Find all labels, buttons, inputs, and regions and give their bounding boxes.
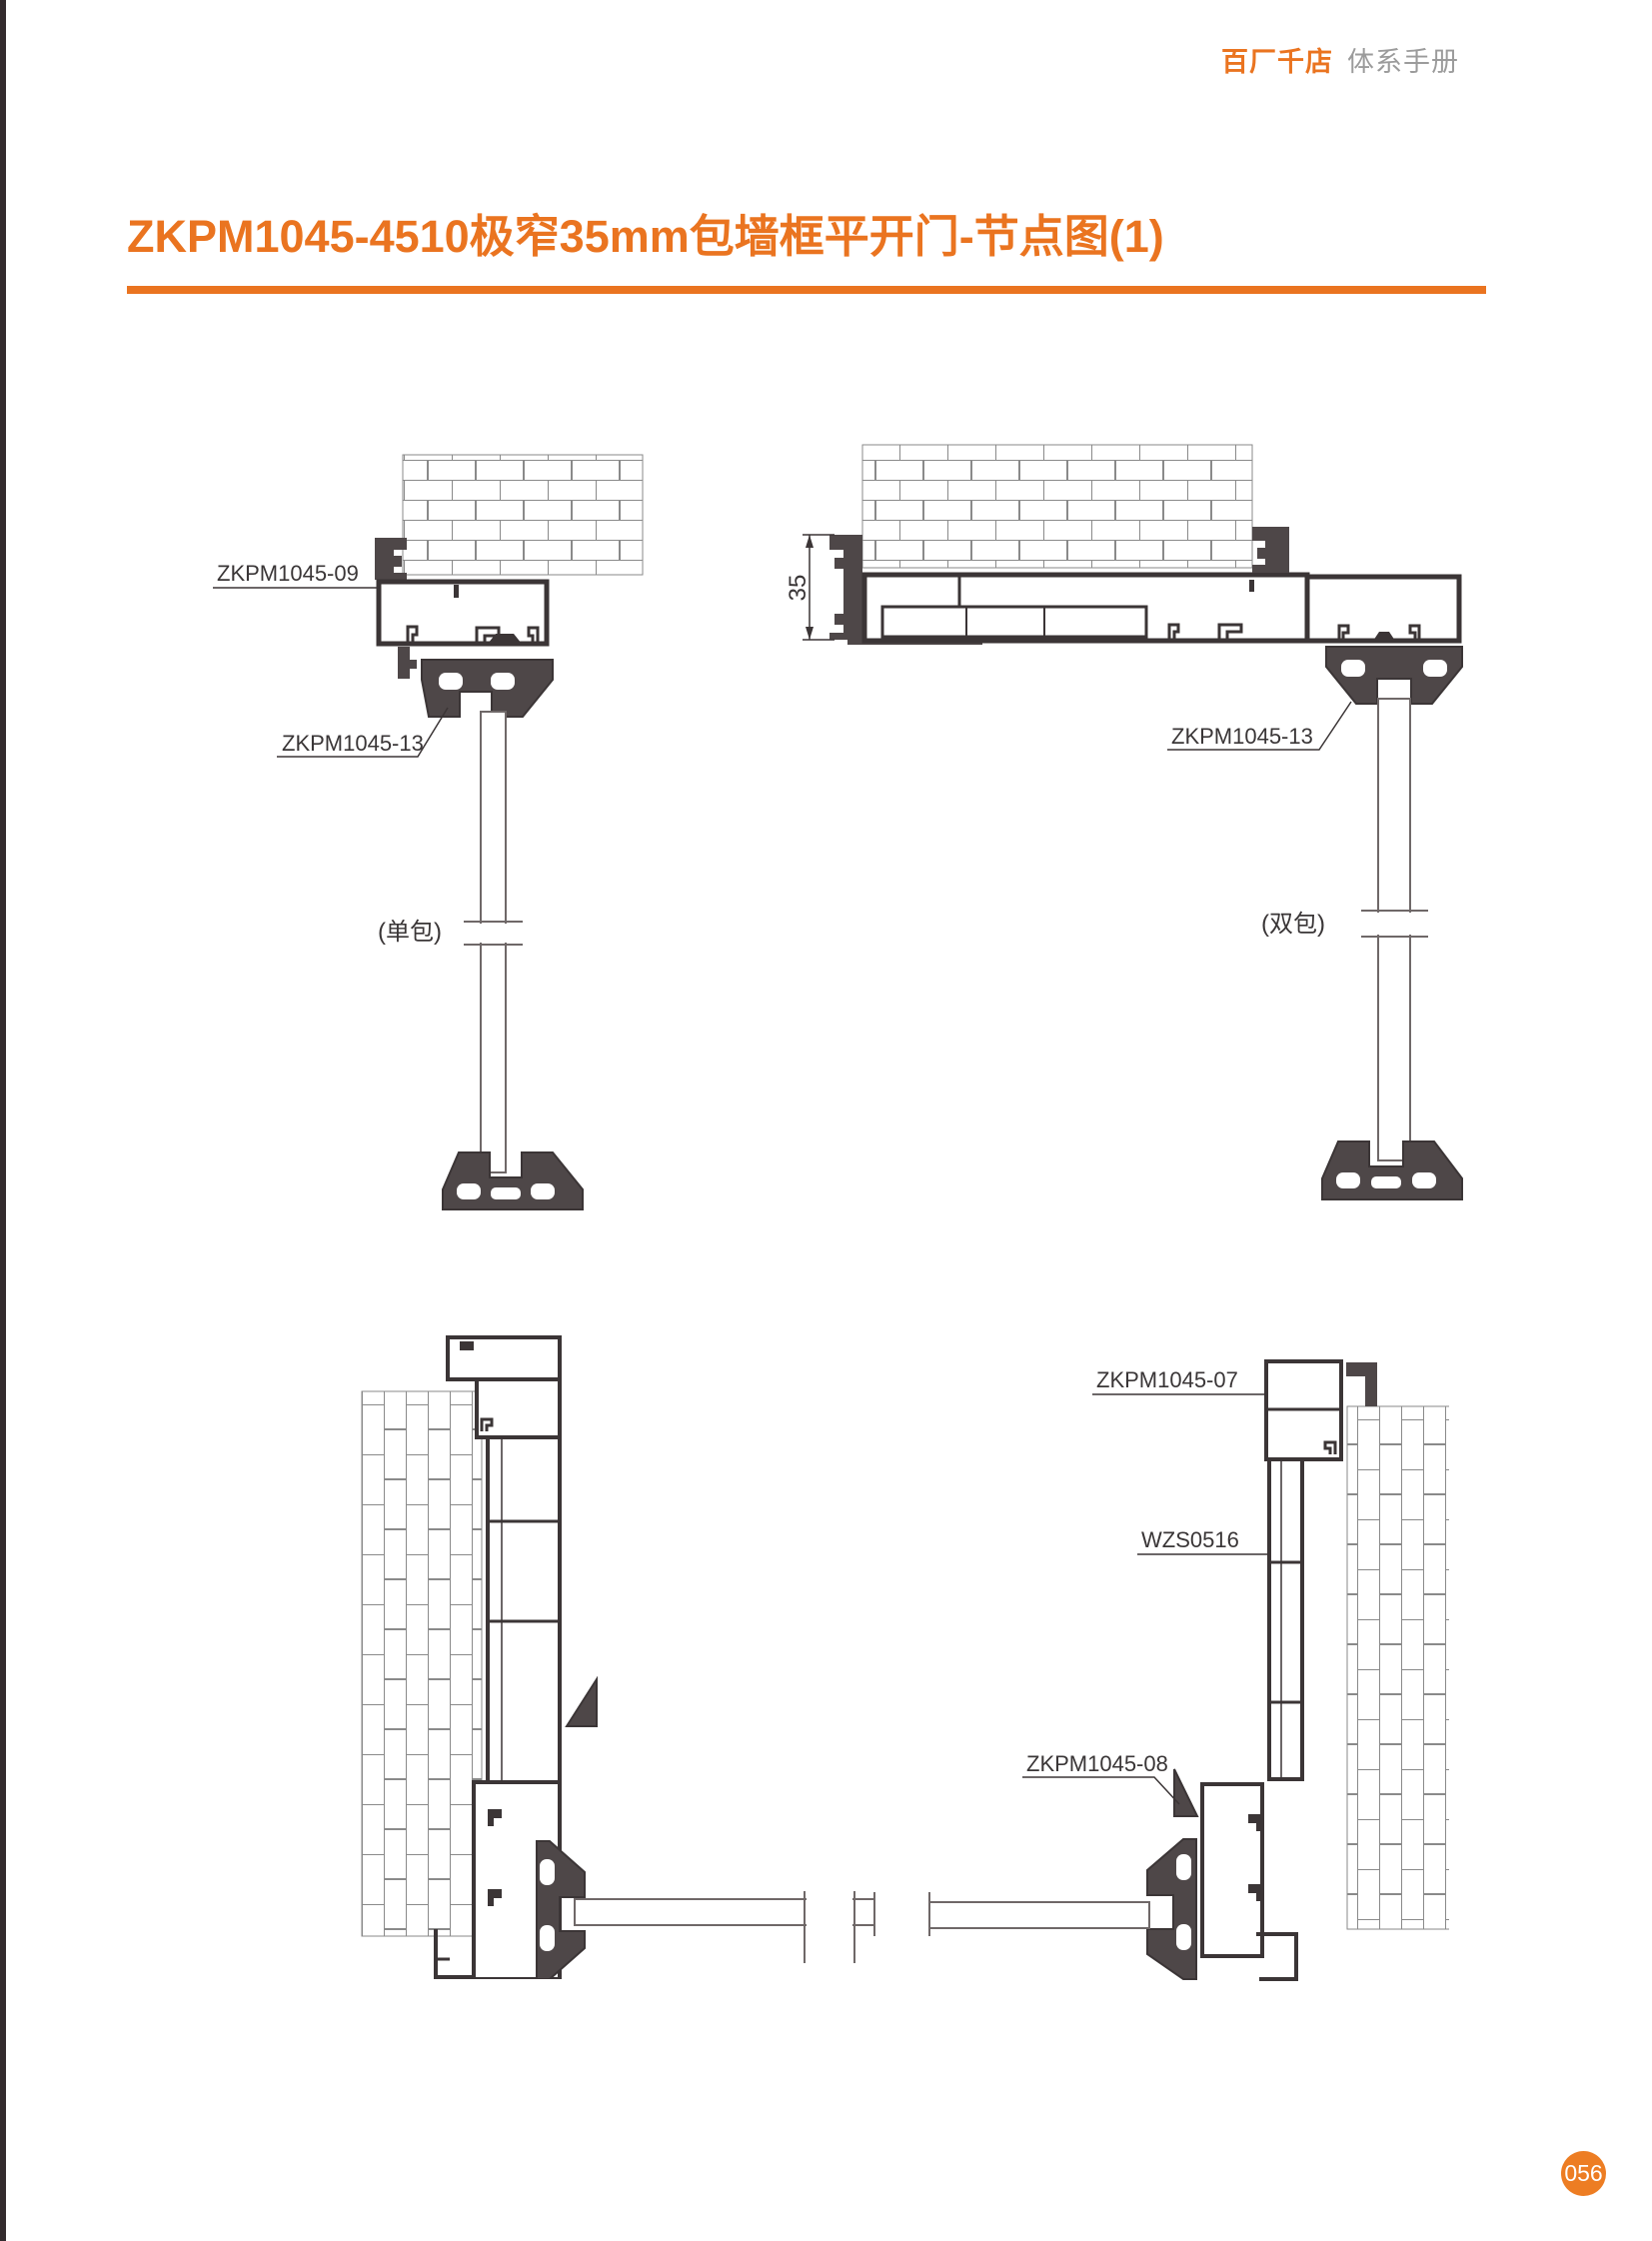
head-frame-profile — [376, 579, 550, 647]
leader-line — [1022, 1776, 1180, 1805]
frame-hook — [1217, 623, 1243, 639]
hinge-slot — [540, 1859, 555, 1885]
jamb-profile — [486, 1435, 562, 1784]
hinge-profile — [421, 659, 554, 718]
frame-hook — [488, 1889, 502, 1906]
threshold-slot — [457, 1183, 481, 1199]
frame-hook — [406, 625, 419, 643]
hinge-slot — [491, 673, 515, 690]
drawing-head-single-clad: ZKPM1045-09 ZKPM1045-13 (单包) — [213, 454, 644, 1210]
break-gap — [469, 924, 518, 943]
brick-wall — [1346, 1405, 1449, 1930]
frame-hook — [1248, 1814, 1262, 1831]
frame-hook — [527, 626, 540, 643]
door-leaf — [928, 1901, 1150, 1929]
wall-clad-hook — [1346, 1362, 1377, 1406]
frame-hook — [1167, 623, 1180, 639]
frame-hook — [1337, 624, 1350, 639]
frame-notch — [488, 634, 522, 644]
label-seal-strip: WZS0516 — [1141, 1527, 1239, 1552]
threshold-profile — [442, 1151, 584, 1210]
frame-hook — [475, 626, 501, 643]
threshold-slot — [531, 1183, 555, 1199]
label-hinge-profile: ZKPM1045-13 — [1171, 724, 1313, 749]
caption-double-clad: (双包) — [1261, 911, 1325, 938]
frame-rib — [454, 585, 459, 598]
foot-bracket — [434, 1929, 474, 1979]
hinge-slot — [1176, 1924, 1191, 1950]
frame-chamber — [1304, 574, 1462, 644]
dim-arrow — [806, 627, 814, 640]
wall-clad-profile — [375, 538, 407, 580]
frame-rib — [1249, 580, 1254, 592]
leaf-pocket — [880, 605, 1148, 639]
page-number: 056 — [1564, 2160, 1603, 2186]
page-header: 百厂千店 体系手册 — [1221, 40, 1459, 79]
brand-logo-text: 百厂千店 — [1221, 47, 1333, 77]
page-title: ZKPM1045-4510极窄35mm包墙框平开门-节点图(1) — [127, 211, 1164, 262]
leader-line — [1167, 701, 1352, 751]
page-number-badge: 056 — [1561, 2151, 1606, 2196]
glazing-bead — [1173, 1768, 1199, 1817]
dim-value: 35 — [785, 575, 812, 602]
frame-notch — [1373, 632, 1395, 641]
threshold-slot — [1336, 1172, 1360, 1188]
frame-hook — [488, 1809, 502, 1826]
hinge-slot — [1176, 1854, 1191, 1880]
glazing-bead — [565, 1675, 598, 1727]
drawing-head-double-clad: 35 ZKPM1045-13 (双包) — [785, 444, 1463, 1200]
brick-wall — [861, 444, 1253, 569]
frame-hook — [1408, 624, 1421, 639]
wall-clad-profile — [1252, 527, 1289, 573]
brick-wall — [361, 1390, 483, 1937]
leader-line — [277, 707, 449, 758]
caption-single-clad: (单包) — [378, 919, 442, 946]
frame-hook — [480, 1417, 494, 1431]
frame-hook — [1323, 1440, 1337, 1454]
break-gap — [807, 1895, 852, 1929]
manual-name: 体系手册 — [1347, 47, 1459, 77]
left-edge-bar — [0, 0, 6, 2241]
label-head-profile: ZKPM1045-07 — [1096, 1367, 1238, 1392]
lock-chamber — [1200, 1782, 1264, 1958]
hinge-slot — [1341, 660, 1365, 677]
jamb-profile — [1267, 1457, 1304, 1781]
threshold-slot — [491, 1187, 521, 1199]
hinge-slot — [540, 1925, 555, 1951]
drawing-jamb-right: ZKPM1045-07 WZS0516 ZKPM1045-08 — [873, 1359, 1449, 1981]
frame-hook — [1248, 1884, 1262, 1901]
label-hinge-profile: ZKPM1045-13 — [282, 731, 424, 756]
brick-wall — [402, 454, 644, 576]
clip-profile — [398, 647, 417, 679]
threshold-slot — [1371, 1176, 1401, 1188]
hinge-slot — [439, 673, 463, 690]
hinge-slot — [1423, 660, 1447, 677]
wall-clad-profile — [829, 535, 862, 640]
frame-chamber — [475, 1377, 562, 1439]
title-underline — [127, 286, 1486, 294]
label-bead-profile: ZKPM1045-08 — [1026, 1751, 1168, 1776]
foot-bracket — [1256, 1932, 1298, 1981]
threshold-slot — [1412, 1172, 1436, 1188]
label-frame-profile: ZKPM1045-09 — [217, 561, 359, 586]
break-gap — [1367, 913, 1421, 935]
dim-arrow — [806, 535, 814, 548]
frame-rib — [460, 1341, 474, 1350]
